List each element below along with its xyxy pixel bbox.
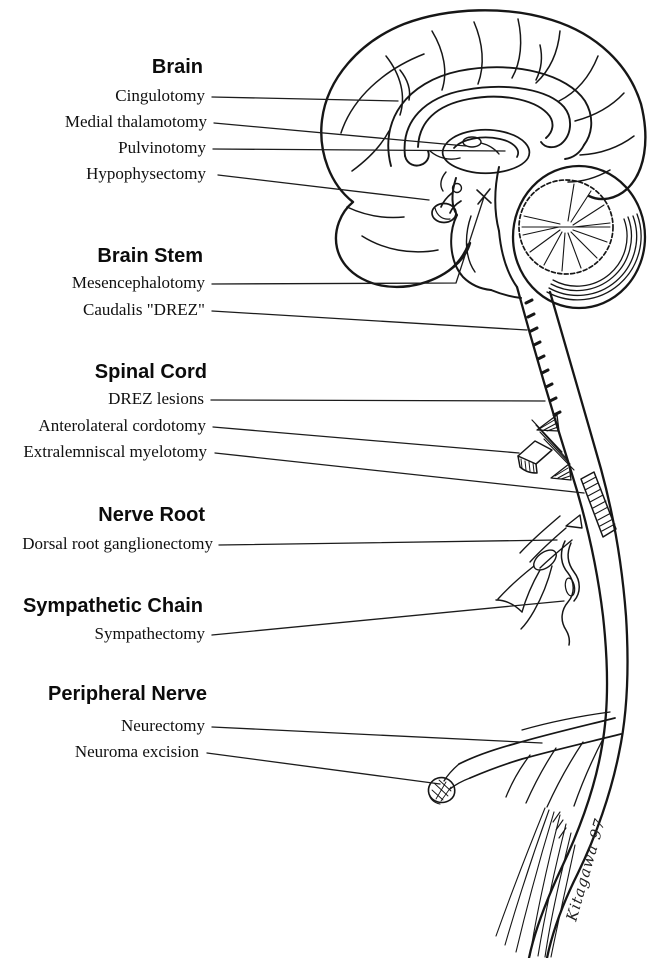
label-dorsal-root-ganglionectomy: Dorsal root ganglionectomy (22, 534, 213, 553)
label-sympathectomy: Sympathectomy (94, 624, 205, 643)
leader-anterolateral-cordotomy (212, 426, 520, 454)
leader-neuroma-excision (206, 752, 441, 785)
label-mesencephalotomy: Mesencephalotomy (71, 273, 205, 292)
leader-cingulotomy (211, 96, 399, 102)
section-heading-peripheral-nerve: Peripheral Nerve (48, 683, 207, 705)
cerebrum-outline (320, 9, 647, 289)
label-neurectomy: Neurectomy (120, 716, 205, 735)
mesencephalotomy-x-mark (476, 188, 492, 205)
label-hypophysectomy: Hypophysectomy (86, 164, 206, 183)
drez-dash-marks (524, 298, 562, 417)
cerebellum (511, 164, 647, 310)
label-pulvinotomy: Pulvinotomy (118, 138, 206, 157)
cortical-sulci (340, 18, 635, 279)
section-heading-brain: Brain (151, 56, 203, 78)
leader-hypophysectomy (217, 174, 430, 201)
leader-extralemniscal-myelotomy (214, 452, 585, 494)
leader-caudalis-drez (211, 310, 528, 331)
section-heading-spinal-cord: Spinal Cord (94, 361, 207, 383)
section-heading-sympathetic-chain: Sympathetic Chain (22, 595, 203, 617)
leader-medial-thalamotomy (213, 122, 467, 147)
label-anterolateral-cordotomy: Anterolateral cordotomy (38, 416, 206, 435)
leader-lines (206, 96, 585, 785)
label-caudalis-drez: Caudalis "DREZ" (82, 300, 205, 319)
label-extralemniscal-myelotomy: Extralemniscal myelotomy (23, 442, 207, 461)
distal-fiber-splay (495, 807, 576, 958)
leader-dorsal-root-ganglionectomy (218, 539, 558, 546)
thalamus (429, 129, 531, 194)
label-cingulotomy: Cingulotomy (115, 86, 205, 105)
cerebellar-folia (521, 183, 611, 272)
cordotomy-wedge (517, 440, 553, 474)
leader-drez-lesions (210, 399, 546, 402)
label-neuroma-excision: Neuroma excision (74, 742, 199, 761)
rootlet-triangles (536, 414, 572, 481)
nerve-root (495, 514, 583, 630)
pituitary-gland (431, 192, 462, 224)
leader-pulvinotomy (212, 148, 506, 152)
leader-sympathectomy (211, 600, 565, 636)
myelotomy-hatched-band (580, 471, 617, 538)
leader-mesencephalotomy (211, 196, 485, 285)
peripheral-nerve (443, 711, 622, 808)
section-heading-nerve-root: Nerve Root (98, 504, 205, 526)
section-heading-brain-stem: Brain Stem (97, 245, 203, 267)
sympathetic-chain (560, 540, 580, 646)
label-medial-thalamotomy: Medial thalamotomy (64, 112, 207, 131)
neuroma-bulb (427, 776, 456, 805)
cerebellar-laminae (546, 213, 642, 301)
leader-neurectomy (211, 726, 543, 744)
cingulate-and-corpus-callosum (387, 66, 593, 167)
label-drez-lesions: DREZ lesions (108, 389, 204, 408)
